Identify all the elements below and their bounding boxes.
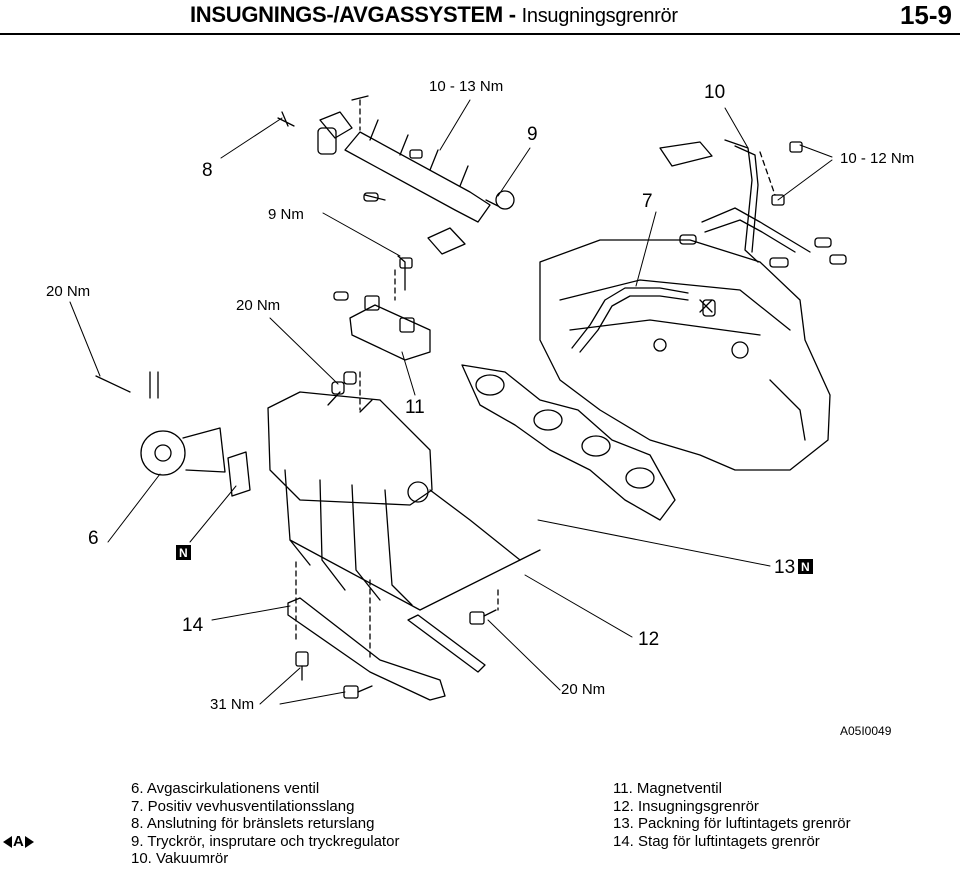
leader-lines — [69, 99, 833, 705]
legend-item: 10. Vakuumrör — [131, 850, 229, 867]
legend-right-column: 11. Magnetventil 12. Insugningsgrenrör 1… — [613, 780, 851, 850]
engine-block-drawing — [539, 239, 831, 471]
section-subtitle: Insugningsgrenrör — [521, 5, 678, 27]
callout-6: 6 — [88, 528, 99, 549]
callout-11: 11 — [405, 397, 425, 418]
torque-labels: 10 - 13 Nm 10 - 12 Nm 9 Nm 20 Nm 20 Nm 3… — [46, 78, 914, 713]
next-arrow-icon[interactable] — [24, 835, 34, 848]
section-title: INSUGNINGS-/AVGASSYSTEM - — [190, 2, 516, 27]
figure-code: A05I0049 — [840, 724, 892, 738]
alignment-lines — [295, 99, 776, 661]
new-part-marker-left: N — [176, 545, 191, 560]
prev-arrow-icon[interactable] — [3, 835, 12, 848]
intake-manifold-exploded-diagram: 8 9 10 7 11 6 13 14 12 10 - 13 Nm 10 - 1… — [46, 78, 914, 738]
torque-31: 31 Nm — [210, 696, 254, 713]
callout-numbers: 8 9 10 7 11 6 13 14 12 — [88, 82, 795, 650]
new-part-marker-text: N — [801, 560, 810, 574]
egr-valve-drawing — [95, 371, 226, 476]
page-number: 15-9 — [899, 0, 952, 30]
legend-item: 14. Stag för luftintagets grenrör — [613, 832, 820, 850]
fuel-rail-drawing — [317, 95, 515, 223]
legend-item: 8. Anslutning för bränslets returslang — [131, 815, 375, 832]
torque-20-bottom: 20 Nm — [561, 681, 605, 698]
new-part-marker-right: N — [798, 559, 813, 574]
solenoid-valve-drawing — [349, 227, 466, 361]
manifold-stay-drawing — [287, 597, 486, 701]
torque-20-left: 20 Nm — [46, 283, 90, 300]
legend-item: 11. Magnetventil — [613, 780, 722, 797]
legend-item: 9. Tryckrör, insprutare och tryckregulat… — [131, 832, 400, 850]
torque-10-12: 10 - 12 Nm — [840, 150, 914, 167]
torque-20-mid: 20 Nm — [236, 297, 280, 314]
callout-13: 13 — [774, 557, 795, 578]
nav-label: A — [13, 833, 24, 850]
torque-10-13: 10 - 13 Nm — [429, 78, 503, 95]
new-part-marker-text: N — [179, 546, 188, 560]
legend-left-column: 6. Avgascirkulationens ventil 7. Positiv… — [131, 780, 399, 868]
callout-8: 8 — [202, 160, 213, 181]
callout-14: 14 — [182, 615, 204, 636]
torque-9: 9 Nm — [268, 206, 304, 223]
callout-9: 9 — [527, 124, 538, 145]
page-nav-badge[interactable]: A — [3, 833, 34, 850]
egr-gasket-drawing — [227, 451, 251, 497]
legend-item: 7. Positiv vevhusventilationsslang — [131, 797, 355, 815]
page-header: INSUGNINGS-/AVGASSYSTEM - Insugningsgren… — [0, 0, 960, 36]
legend-item: 13. Packning för luftintagets grenrör — [613, 815, 851, 832]
legend-item: 6. Avgascirkulationens ventil — [131, 780, 320, 797]
callout-7: 7 — [642, 191, 653, 212]
callout-12: 12 — [638, 629, 659, 650]
intake-manifold-drawing — [267, 391, 541, 611]
legend-item: 12. Insugningsgrenrör — [613, 797, 759, 815]
bolt-drawings — [277, 111, 803, 699]
callout-10: 10 — [704, 82, 725, 103]
vacuum-tube-drawing — [659, 139, 847, 268]
intake-gasket-drawing — [461, 364, 676, 521]
page-title: INSUGNINGS-/AVGASSYSTEM - Insugningsgren… — [190, 2, 678, 28]
pcv-hose-drawing — [571, 287, 689, 349]
header-rule — [0, 33, 960, 35]
